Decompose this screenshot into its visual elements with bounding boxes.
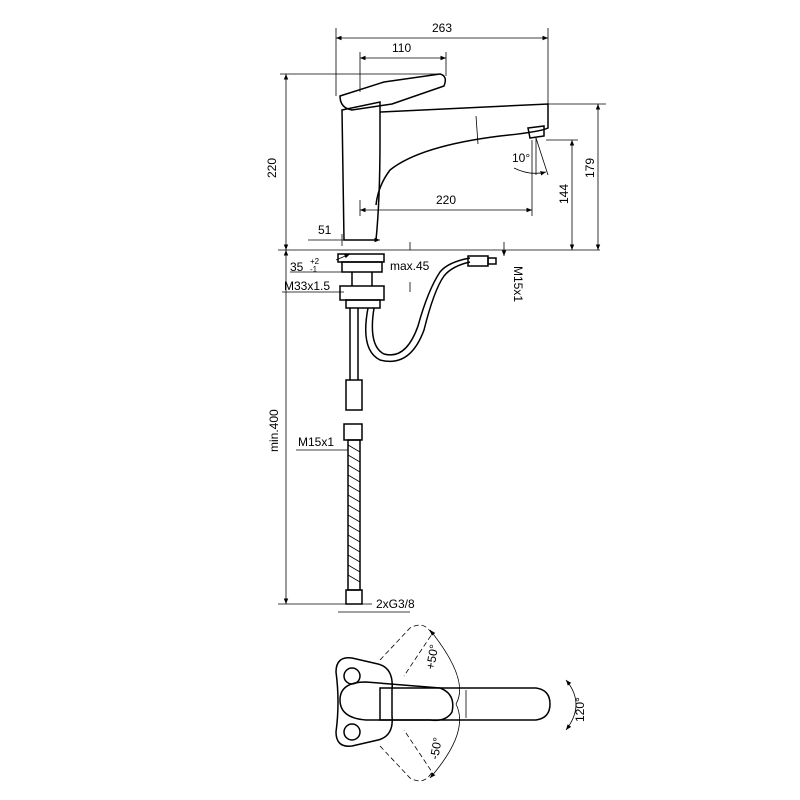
lever-rotated-up (379, 624, 433, 677)
dim-thread-hose: M15x1 (511, 266, 525, 302)
dim-spout-height-inner: 144 (557, 184, 571, 204)
lever-rotated-down (379, 729, 433, 782)
base-plate (335, 657, 393, 747)
nut-lower (345, 299, 381, 309)
mounting-washer (337, 253, 385, 263)
dim-lever-length: 110 (392, 41, 411, 55)
supply-coupling (345, 379, 363, 411)
dim-base-offset: 51 (318, 223, 332, 237)
faucet-side-view (278, 73, 600, 605)
spout-top (379, 687, 551, 721)
supply-end-fitting (345, 589, 363, 605)
dimensions: 263 110 220 179 144 220 10° 51 (265, 21, 606, 613)
dim-width-total: 263 (432, 21, 452, 35)
spout (375, 103, 549, 206)
dim-thread-supply: M15x1 (298, 435, 334, 449)
dim-height-total: 220 (265, 158, 279, 178)
dim-connection: 2xG3/8 (376, 597, 415, 611)
pull-out-hose (365, 261, 471, 363)
dim-spray-angle: 10° (512, 151, 530, 165)
spray-nozzle (527, 125, 545, 139)
spout-separator (475, 115, 479, 145)
mounting-plate (341, 261, 383, 273)
dim-lever-rot-down: -50° (427, 736, 445, 760)
lever-handle (339, 73, 447, 111)
dim-supply-length: min.400 (267, 409, 281, 452)
hose-connector (467, 255, 489, 267)
dim-thread-shank: M33x1.5 (284, 279, 330, 293)
dim-lever-rot-up: +50° (423, 643, 441, 670)
mount-hole-top (343, 667, 361, 685)
dim-hole-diameter: 35 (290, 260, 304, 274)
hose-connector-end (487, 257, 497, 265)
pull-out-hose-inner (371, 257, 471, 356)
faucet-body (341, 101, 381, 241)
dim-hole-tol-minus: -1 (310, 265, 318, 274)
mount-hole-bottom (343, 723, 361, 741)
faucet-top-view: +50° -50° 120° (335, 624, 587, 782)
braided-hose (347, 439, 361, 591)
dim-spout-rot: 120° (573, 697, 587, 722)
lever-top (339, 681, 454, 722)
dim-spout-reach: 220 (436, 193, 456, 207)
dim-hole-tol-plus: +2 (310, 257, 320, 266)
dim-deck-thickness: max.45 (390, 259, 430, 273)
dim-spout-height-outer: 179 (583, 158, 597, 178)
supply-nut (343, 423, 363, 441)
braid-pattern (347, 444, 361, 583)
mounting-nut (339, 285, 385, 301)
